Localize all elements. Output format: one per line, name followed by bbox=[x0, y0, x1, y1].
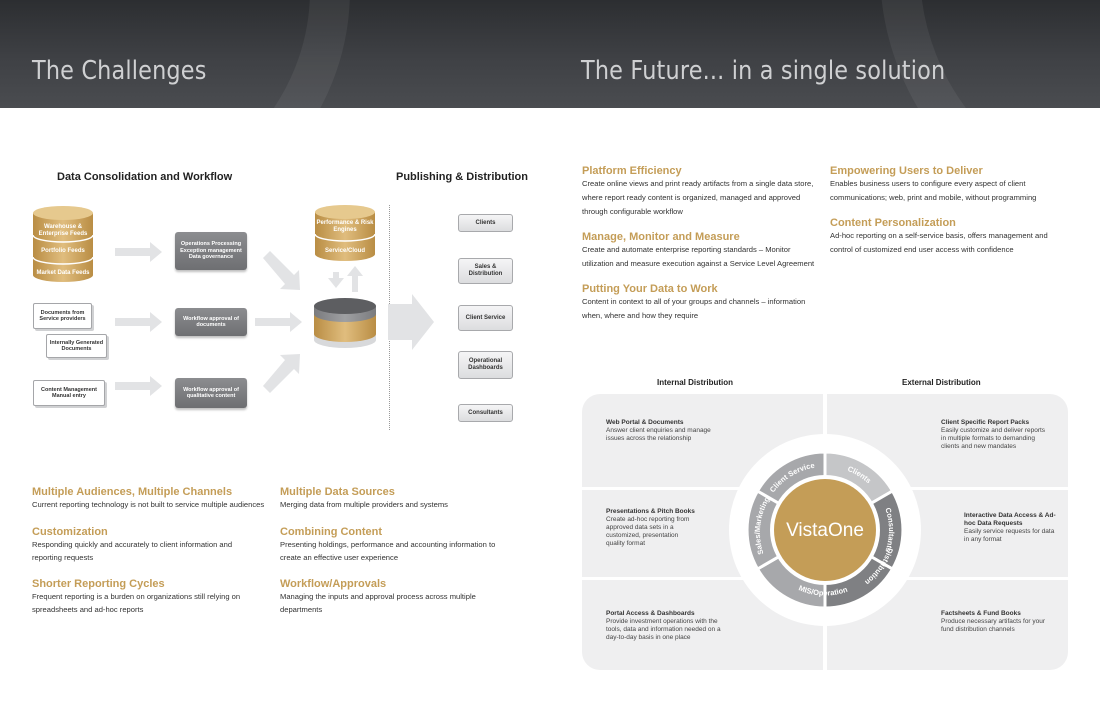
quad-title: Client Specific Report Packs bbox=[941, 419, 1030, 426]
benefit-title: Platform Efficiency bbox=[582, 165, 682, 177]
vistaone-hub-label: VistaOne bbox=[786, 520, 864, 541]
quad-text: Create ad-hoc reporting from approved da… bbox=[606, 516, 690, 547]
quad-text: Easily customize and deliver reports in … bbox=[941, 427, 1046, 450]
cylinder-label-portfolio: Portfolio Feeds bbox=[41, 248, 85, 254]
benefit-text: Create online views and print ready arti… bbox=[582, 179, 814, 216]
dist-sales: Sales & Distribution bbox=[458, 258, 513, 284]
challenge-title: Multiple Data Sources bbox=[280, 486, 395, 498]
internal-distribution-label: Internal Distribution bbox=[657, 378, 733, 387]
quad-text: Answer client enquiries and manage issue… bbox=[606, 427, 711, 442]
benefit-personalization: Content Personalization Ad-hoc reporting… bbox=[830, 217, 1065, 257]
challenge-title: Customization bbox=[32, 526, 108, 538]
external-distribution-label: External Distribution bbox=[902, 378, 981, 387]
process-operations: Operations Processing Exception manageme… bbox=[175, 232, 247, 270]
flow-arrows bbox=[115, 242, 434, 396]
benefit-empowering: Empowering Users to Deliver Enables busi… bbox=[830, 165, 1065, 205]
cylinder-label-market: Market Data Feeds bbox=[36, 270, 90, 276]
benefit-data: Putting Your Data to Work Content in con… bbox=[582, 283, 817, 323]
challenge-text: Current reporting technology is not buil… bbox=[32, 500, 265, 509]
svg-text:Consultants: Consultants bbox=[883, 507, 896, 554]
benefit-title: Empowering Users to Deliver bbox=[830, 165, 983, 177]
vistaone-ring: VistaOne Client Service Clients Consulta… bbox=[725, 430, 921, 626]
quad-interactive-data: Interactive Data Access & Ad-hoc Data Re… bbox=[964, 512, 1056, 544]
doc-content-management: Content Management Manual entry bbox=[33, 380, 105, 406]
challenge-content: Combining Content Presenting holdings, p… bbox=[280, 526, 510, 564]
challenge-title: Workflow/Approvals bbox=[280, 578, 387, 590]
engines-cylinder bbox=[314, 205, 376, 261]
benefit-text: Create and automate enterprise reporting… bbox=[582, 245, 815, 268]
cylinder-label-warehouse: Warehouse & Enterprise Feeds bbox=[38, 224, 88, 237]
quad-title: Portal Access & Dashboards bbox=[606, 610, 695, 617]
doc-internal: Internally Generated Documents bbox=[46, 334, 107, 358]
quad-portal-access: Portal Access & Dashboards Provide inves… bbox=[606, 610, 726, 642]
process-workflow-documents: Workflow approval of documents bbox=[175, 308, 247, 336]
quad-web-portal: Web Portal & Documents Answer client enq… bbox=[606, 419, 721, 443]
doc-service-providers: Documents from Service providers bbox=[33, 303, 92, 329]
challenge-text: Merging data from multiple providers and… bbox=[280, 500, 448, 509]
quad-text: Easily service requests for data in any … bbox=[964, 528, 1055, 543]
dist-client-service: Client Service bbox=[458, 305, 513, 331]
benefit-platform: Platform Efficiency Create online views … bbox=[582, 165, 817, 219]
challenge-text: Managing the inputs and approval process… bbox=[280, 592, 476, 614]
right-title: The Future... in a single solution bbox=[581, 56, 946, 86]
cylinder-label-service: Service/Cloud bbox=[324, 248, 365, 254]
process-workflow-qualitative: Workflow approval of qualitative content bbox=[175, 378, 247, 408]
challenge-audiences: Multiple Audiences, Multiple Channels Cu… bbox=[32, 486, 272, 511]
challenge-text: Presenting holdings, performance and acc… bbox=[280, 540, 496, 562]
header-swoosh-decoration-right bbox=[880, 0, 1100, 108]
quad-report-packs: Client Specific Report Packs Easily cust… bbox=[941, 419, 1051, 451]
challenge-title: Combining Content bbox=[280, 526, 383, 538]
dist-clients: Clients bbox=[458, 214, 513, 232]
page-header: The Challenges The Future... in a single… bbox=[0, 0, 1100, 108]
quad-title: Presentations & Pitch Books bbox=[606, 508, 695, 515]
challenge-customization: Customization Responding quickly and acc… bbox=[32, 526, 257, 564]
benefit-manage: Manage, Monitor and Measure Create and a… bbox=[582, 231, 817, 271]
quad-title: Factsheets & Fund Books bbox=[941, 610, 1021, 617]
benefit-text: Ad-hoc reporting on a self-service basis… bbox=[830, 231, 1048, 254]
challenge-cycles: Shorter Reporting Cycles Frequent report… bbox=[32, 578, 257, 616]
challenge-text: Responding quickly and accurately to cli… bbox=[32, 540, 233, 562]
quad-title: Web Portal & Documents bbox=[606, 419, 684, 426]
quad-presentations: Presentations & Pitch Books Create ad-ho… bbox=[606, 508, 698, 548]
consolidation-label: Data Consolidation and Workflow bbox=[57, 171, 233, 183]
challenge-title: Shorter Reporting Cycles bbox=[32, 578, 165, 590]
benefit-title: Content Personalization bbox=[830, 217, 956, 229]
challenge-workflow: Workflow/Approvals Managing the inputs a… bbox=[280, 578, 490, 616]
benefit-text: Content in context to all of your groups… bbox=[582, 297, 806, 320]
quad-text: Produce necessary artifacts for your fun… bbox=[941, 618, 1046, 633]
publishing-label: Publishing & Distribution bbox=[396, 171, 528, 183]
source-data-cylinder bbox=[32, 206, 94, 282]
quad-text: Provide investment operations with the t… bbox=[606, 618, 721, 641]
benefit-title: Manage, Monitor and Measure bbox=[582, 231, 740, 243]
quad-title: Interactive Data Access & Ad-hoc Data Re… bbox=[964, 512, 1056, 527]
challenge-text: Frequent reporting is a burden on organi… bbox=[32, 592, 241, 614]
challenge-title: Multiple Audiences, Multiple Channels bbox=[32, 486, 233, 498]
benefit-text: Enables business users to configure ever… bbox=[830, 179, 1037, 202]
central-data-store bbox=[314, 298, 376, 348]
quad-factsheets: Factsheets & Fund Books Produce necessar… bbox=[941, 610, 1051, 634]
ring-label-consultants: Consultants bbox=[883, 507, 896, 554]
challenge-sources: Multiple Data Sources Merging data from … bbox=[280, 486, 510, 511]
cylinder-label-engines: Performance & Risk Engines bbox=[316, 220, 374, 233]
benefit-title: Putting Your Data to Work bbox=[582, 283, 718, 295]
dist-dashboards: Operational Dashboards bbox=[458, 351, 513, 379]
dist-consultants: Consultants bbox=[458, 404, 513, 422]
left-title: The Challenges bbox=[32, 56, 207, 86]
